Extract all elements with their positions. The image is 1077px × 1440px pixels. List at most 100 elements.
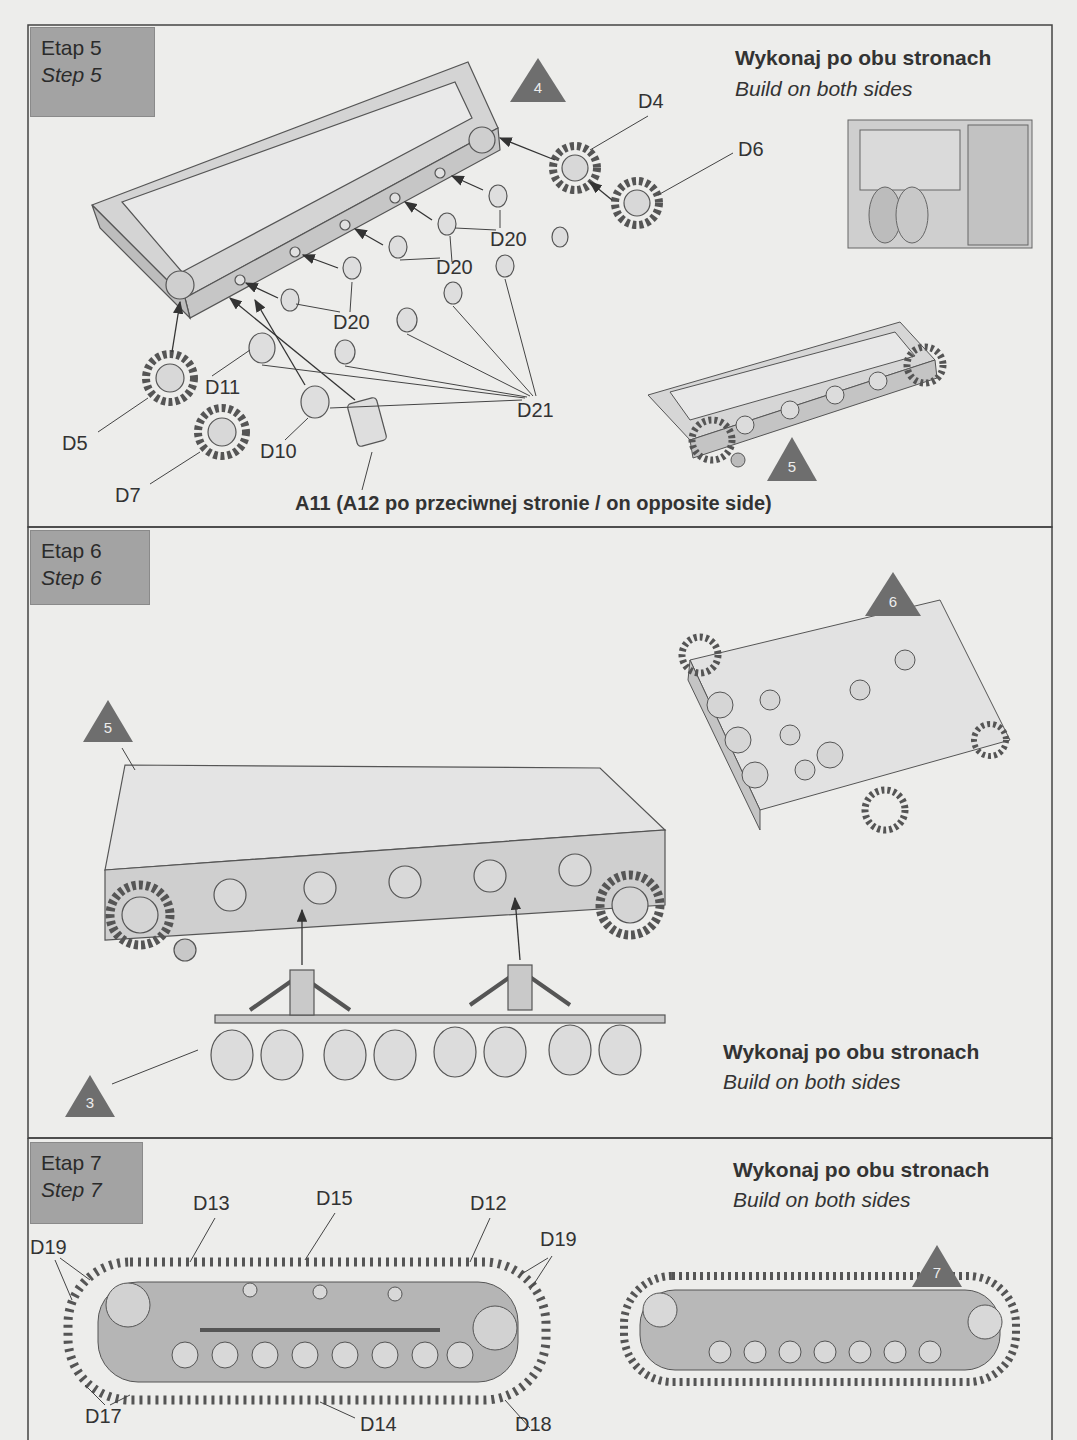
illustration-part-part	[817, 742, 843, 768]
leader-lines-part	[350, 282, 352, 312]
wheel-parts-part	[249, 333, 275, 363]
part-label: D11	[205, 376, 240, 399]
detail-inset	[848, 120, 1032, 248]
illustration-part-part	[390, 193, 400, 203]
illustration-part	[707, 650, 915, 788]
assembly-arrows-part	[405, 202, 432, 220]
suspension-subassembly	[211, 965, 665, 1080]
sprockets-part	[146, 354, 194, 402]
track-exploded	[68, 1262, 546, 1400]
illustration-part-part	[304, 872, 336, 904]
triangle-fill	[767, 437, 817, 481]
sprockets-part	[198, 408, 246, 456]
assembly-arrows-part	[452, 176, 483, 190]
detail-inset-part	[968, 125, 1028, 245]
part-label: D20	[333, 311, 370, 334]
callout-number: 4	[510, 79, 566, 96]
step-header: Etap 5Step 5	[30, 27, 155, 117]
illustration-part-part	[869, 372, 887, 390]
triangle-fill	[65, 1075, 115, 1117]
sprockets-part	[156, 364, 184, 392]
section-frames	[28, 25, 1052, 1440]
assembled-step5-part	[692, 420, 732, 460]
step-header: Etap 6Step 6	[30, 530, 150, 605]
illustration-part-part	[736, 416, 754, 434]
callout-number: 6	[865, 593, 921, 610]
part-label: D10	[260, 440, 297, 463]
leader-lines-step6-part	[112, 1050, 198, 1084]
instruction-note: Build on both sides	[723, 1070, 900, 1094]
track-assembled-part	[624, 1276, 1016, 1382]
illustration-part-part	[849, 1341, 871, 1363]
detail-inset-part	[848, 120, 1032, 248]
assembled-step6-part	[865, 790, 905, 830]
illustration-part-part	[744, 1341, 766, 1363]
illustration-part-part	[243, 1283, 257, 1297]
step-header: Etap 7Step 7	[30, 1142, 143, 1224]
illustration-part-part	[826, 386, 844, 404]
wheel-parts-part	[438, 213, 456, 235]
illustration-part-part	[779, 1341, 801, 1363]
illustration-part-part	[214, 879, 246, 911]
illustration-part-part	[389, 866, 421, 898]
suspension-subassembly-part	[324, 1030, 366, 1080]
step-title: Etap 6	[41, 537, 139, 564]
track-assembled	[624, 1276, 1016, 1382]
leader-lines-step7-part	[60, 1258, 90, 1280]
wheel-parts-part	[335, 340, 355, 364]
suspension-subassembly-part	[215, 1015, 665, 1023]
leader-lines-part	[505, 279, 536, 396]
illustration-part-part	[850, 680, 870, 700]
callout-triangle: 7	[912, 1245, 962, 1287]
leader-lines-part	[658, 153, 733, 195]
detail-inset-part	[896, 187, 928, 243]
leader-lines-step7	[55, 1213, 552, 1428]
illustration-part-part	[709, 1341, 731, 1363]
illustration-part-part	[372, 1342, 398, 1368]
suspension-subassembly-part	[261, 1030, 303, 1080]
wheel-parts-part	[347, 397, 387, 447]
leader-lines-step6	[112, 748, 198, 1084]
hull-step6-part	[174, 939, 196, 961]
illustration-part-part	[725, 727, 751, 753]
step-title: Etap 7	[41, 1149, 132, 1176]
wheel-parts-part	[389, 236, 407, 258]
assembly-arrows-part	[172, 302, 180, 352]
leader-lines-part	[455, 228, 496, 230]
illustration-part-part	[447, 1342, 473, 1368]
callout-number: 3	[65, 1094, 115, 1111]
wheel-parts-part	[343, 257, 361, 279]
assembly-arrows-step6	[302, 898, 520, 965]
hull-step5-part	[469, 127, 495, 153]
suspension-subassembly-part	[484, 1027, 526, 1077]
instruction-note: Wykonaj po obu stronach	[733, 1158, 989, 1182]
part-label: D19	[540, 1228, 577, 1251]
leader-lines-part	[453, 306, 533, 396]
illustration-part-part	[559, 854, 591, 886]
assembled-step6-part	[688, 660, 760, 830]
illustration-part-part	[235, 275, 245, 285]
illustration-part-part	[252, 1342, 278, 1368]
part-label: D17	[85, 1405, 122, 1428]
leader-lines-part	[296, 304, 340, 312]
wheel-parts-part	[397, 308, 417, 332]
hull-step6-part	[105, 830, 665, 940]
wheel-parts-part	[444, 282, 462, 304]
illustration-part-part	[884, 1341, 906, 1363]
assembly-arrows-part	[303, 255, 338, 268]
triangle-fill	[912, 1245, 962, 1287]
track-exploded-part	[68, 1262, 546, 1400]
leader-lines-part	[400, 258, 440, 260]
wheel-parts-part	[489, 185, 507, 207]
instruction-note: Build on both sides	[733, 1188, 910, 1212]
part-label: D21	[517, 399, 554, 422]
part-label: D14	[360, 1413, 397, 1436]
leader-lines-part	[590, 116, 648, 150]
illustration-part-part	[895, 650, 915, 670]
track-exploded-part	[106, 1283, 150, 1327]
illustration-part-part	[292, 1342, 318, 1368]
illustration-part-part	[332, 1342, 358, 1368]
illustration-part-part	[968, 1305, 1002, 1339]
leader-lines-part	[262, 365, 525, 398]
